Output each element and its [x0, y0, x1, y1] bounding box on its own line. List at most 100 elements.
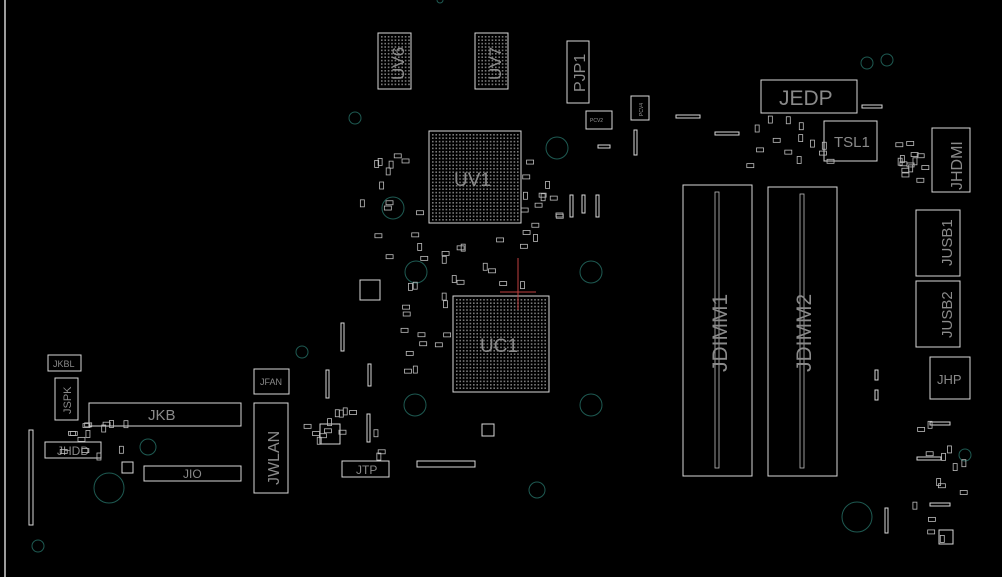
bga-pad — [544, 326, 546, 328]
connector-jkbl[interactable]: JKBL — [47, 354, 82, 372]
bga-pad — [534, 312, 536, 315]
bga-pad — [490, 384, 492, 386]
bga-pad — [495, 73, 497, 75]
bga-pad — [503, 326, 506, 328]
bga-pad — [493, 316, 495, 318]
bga-pad — [483, 134, 485, 136]
bga-pad — [493, 322, 495, 325]
chip-pcv4[interactable]: PCV4 — [630, 95, 650, 121]
bga-pad — [503, 168, 505, 170]
bga-pad — [493, 387, 495, 389]
bga-pad — [472, 181, 475, 184]
smd-part — [939, 535, 945, 543]
connector-jkb[interactable]: JKB — [88, 402, 242, 427]
bga-pad — [500, 168, 502, 170]
connector-jfan[interactable]: JFAN — [253, 368, 290, 395]
bga-pads — [432, 134, 519, 221]
bga-pad — [432, 151, 434, 153]
bga-pad — [513, 322, 516, 325]
connector-pjp1[interactable]: PJP1 — [566, 40, 590, 104]
chip-uv6[interactable]: UV6 — [377, 32, 412, 90]
bga-pad — [503, 370, 506, 372]
chip-pcv2[interactable]: PCV2 — [585, 110, 613, 130]
bga-pad — [408, 42, 410, 45]
slot-jdimm2[interactable]: JDIMM2 — [767, 186, 838, 477]
bga-pad — [496, 350, 499, 352]
connector-jtp[interactable]: JTP — [341, 460, 390, 478]
bga-pad — [489, 205, 492, 207]
bga-pad — [472, 205, 475, 207]
bga-pad — [442, 205, 444, 207]
bga-pad — [435, 219, 437, 221]
bga-pad — [517, 181, 519, 184]
bga-pad — [517, 151, 519, 153]
smd-part — [408, 282, 413, 291]
bga-pad — [517, 322, 519, 325]
bga-pad — [503, 161, 505, 163]
connector-jedp[interactable]: JEDP — [760, 79, 858, 114]
connector-jusb1[interactable]: JUSB1 — [915, 209, 961, 277]
smd-part — [796, 156, 802, 164]
bga-pad — [442, 147, 444, 150]
bga-pad — [456, 380, 458, 383]
bga-pad — [442, 178, 444, 180]
bga-pad — [469, 134, 471, 136]
connector-jhp[interactable]: JHP — [929, 356, 971, 400]
chip-uc1[interactable]: UC1 — [452, 295, 550, 393]
bga-pad — [432, 185, 434, 187]
bga-pad — [462, 134, 465, 136]
smd-part — [499, 281, 508, 286]
smd-part — [303, 423, 312, 429]
bga-pad — [490, 363, 492, 366]
connector-jusb2[interactable]: JUSB2 — [915, 280, 961, 348]
connector-jhdmi[interactable]: JHDMI — [931, 127, 971, 193]
chip-uv7[interactable]: UV7 — [474, 32, 509, 90]
chip-tsl1[interactable]: TSL1 — [823, 120, 878, 162]
connector-jhdd[interactable]: JHDD — [44, 441, 102, 459]
bga-pad — [537, 309, 540, 311]
bga-pad — [473, 309, 475, 311]
bga-pad — [490, 346, 492, 349]
bga-pad — [483, 147, 485, 150]
bga-pad — [500, 356, 502, 359]
slot-jdimm1[interactable]: JDIMM1 — [682, 184, 753, 477]
bga-pad — [506, 181, 509, 184]
connector-jio[interactable]: JIO — [143, 465, 242, 482]
bga-pad — [500, 185, 502, 187]
bga-pad — [496, 299, 499, 301]
bga-pad — [456, 309, 458, 311]
bga-pad — [496, 343, 499, 345]
bga-pad — [473, 329, 475, 332]
bga-pad — [486, 339, 489, 342]
bga-pad — [473, 346, 475, 349]
bga-pad — [486, 329, 489, 332]
bga-pad — [496, 219, 499, 221]
bga-pad — [398, 53, 400, 55]
bga-pad — [472, 157, 475, 160]
bga-pad — [513, 380, 516, 383]
bga-pad — [398, 49, 400, 52]
bga-pad — [479, 305, 482, 308]
bga-pad — [455, 202, 458, 204]
slot-jwlan[interactable]: JWLAN — [253, 402, 289, 494]
bga-pad — [527, 384, 529, 386]
bga-pad — [479, 151, 482, 153]
bga-pad — [486, 147, 488, 150]
bga-pad — [513, 144, 516, 146]
bga-pad — [486, 370, 489, 372]
bga-pad — [503, 384, 506, 386]
smd-part — [123, 420, 129, 429]
bga-pad — [483, 198, 485, 201]
bga-pad — [442, 174, 444, 177]
bga-pad — [478, 42, 480, 45]
bga-pad — [459, 360, 461, 362]
bga-pad — [510, 305, 512, 308]
bga-pad — [537, 302, 540, 304]
bga-pad — [486, 377, 489, 379]
bga-pad — [488, 36, 490, 38]
chip-uv1[interactable]: UV1 — [428, 130, 522, 224]
bga-pad — [495, 80, 497, 82]
connector-jspk[interactable]: JSPK — [54, 377, 79, 421]
bga-pad — [456, 339, 458, 342]
